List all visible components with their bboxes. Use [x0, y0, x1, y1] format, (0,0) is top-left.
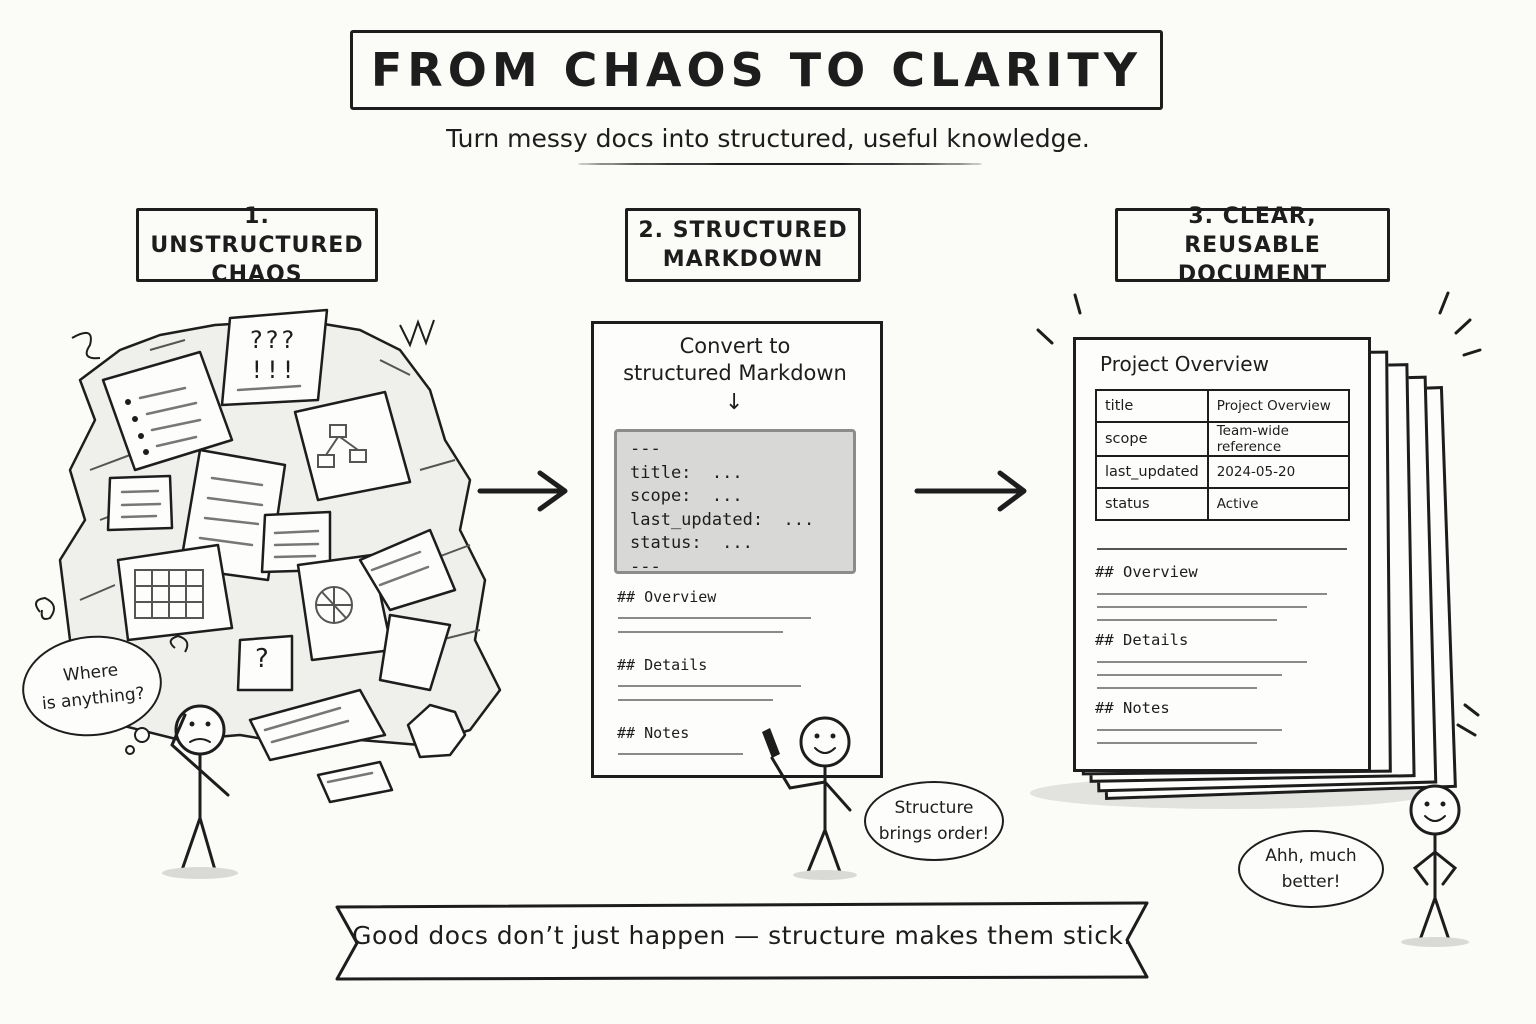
bubble-mid-line-1: Structure [894, 798, 974, 818]
frontmatter-block: --- title: ... scope: ... last_updated: … [614, 429, 856, 577]
text-line [618, 631, 783, 633]
frontmatter-line: scope: ... [630, 486, 743, 506]
title-box: FROM CHAOS TO CLARITY [350, 30, 1163, 110]
paper-list [101, 350, 234, 472]
question-marks: ??? [250, 326, 298, 354]
step-3-line-2: DOCUMENT [1177, 261, 1328, 287]
step-1-line-1: 1. UNSTRUCTURED [150, 203, 364, 258]
metadata-table: title Project Overview scope Team-wide r… [1095, 389, 1351, 521]
bubble-mid-line-2: brings order! [878, 824, 990, 844]
subtitle: Turn messy docs into structured, useful … [446, 124, 1090, 153]
final-section-notes: ## Notes [1095, 699, 1170, 717]
final-section-overview: ## Overview [1095, 563, 1198, 581]
md-section-details: ## Details [617, 656, 708, 674]
stick-figure-happy [1401, 784, 1469, 947]
frontmatter-line: status: ... [630, 533, 753, 553]
banner-text: Good docs don’t just happen — structure … [352, 921, 1132, 950]
step-2-label: 2. STRUCTURED MARKDOWN [625, 208, 861, 282]
bubble-right-line-2: better! [1281, 872, 1341, 892]
paper-floor [316, 760, 394, 804]
frontmatter-line: title: ... [630, 462, 743, 483]
divider [1097, 548, 1347, 550]
arrow-right-icon-2 [914, 470, 1027, 512]
frontmatter-line: --- [630, 556, 661, 577]
table-row: title Project Overview [1095, 389, 1351, 423]
text-line [618, 685, 801, 687]
field-key: scope [1095, 421, 1209, 457]
field-value: 2024-05-20 [1206, 455, 1351, 489]
text-line [618, 753, 743, 755]
field-value: Team-wide reference [1206, 421, 1351, 457]
exclamation-marks: !!! [252, 356, 299, 384]
paper-right [358, 528, 457, 612]
paper-small [106, 474, 174, 532]
down-arrow-icon: ↓ [725, 390, 744, 415]
step-1-label: 1. UNSTRUCTURED CHAOS [136, 204, 378, 287]
text-line [1097, 606, 1307, 608]
text-line [618, 617, 811, 619]
bubble-right-line-1: Ahh, much [1265, 846, 1357, 866]
text-line [1097, 661, 1307, 663]
bottom-banner [335, 901, 1149, 981]
step-2-line-2: MARKDOWN [662, 247, 824, 272]
md-section-overview: ## Overview [617, 588, 717, 606]
table-row: last_updated 2024-05-20 [1095, 455, 1351, 489]
field-value: Active [1206, 487, 1351, 521]
table-row: status Active [1095, 487, 1351, 521]
markdown-heading-line-1: Convert to [679, 334, 791, 358]
text-line [1097, 593, 1327, 595]
field-key: last_updated [1095, 455, 1209, 489]
arrow-right-icon [477, 470, 568, 512]
frontmatter-line: --- [630, 439, 661, 459]
subtitle-underline [578, 163, 982, 165]
text-line [1097, 742, 1257, 744]
paper-question-marks [220, 308, 329, 407]
paper-question-note [236, 634, 294, 692]
markdown-heading-line-2: structured Markdown [623, 361, 847, 385]
speech-bubble-right: Ahh, much better! [1238, 830, 1384, 908]
final-section-details: ## Details [1095, 631, 1189, 649]
table-row: scope Team-wide reference [1095, 421, 1351, 457]
step-1-line-2: CHAOS [211, 261, 303, 287]
question-note: ? [255, 644, 269, 674]
markdown-heading: Convert to structured Markdown [600, 333, 870, 387]
text-line [1097, 619, 1277, 621]
step-3-line-1: 3. CLEAR, REUSABLE [1184, 203, 1321, 258]
paper-corner [378, 613, 452, 692]
frontmatter-line: last_updated: ... [630, 509, 815, 530]
speech-bubble-middle: Structure brings order! [864, 781, 1004, 861]
crumpled-ball [406, 703, 467, 759]
text-line [1097, 687, 1257, 689]
page-title: FROM CHAOS TO CLARITY [370, 43, 1143, 97]
stick-figure-with-pen [762, 716, 857, 880]
field-value: Project Overview [1206, 389, 1351, 423]
md-section-notes: ## Notes [617, 724, 690, 742]
field-key: status [1095, 487, 1209, 521]
field-key: title [1095, 389, 1209, 423]
text-line [1097, 674, 1282, 676]
text-line [618, 699, 773, 701]
step-2-line-1: 2. STRUCTURED [638, 218, 848, 243]
final-document-title: Project Overview [1100, 352, 1269, 376]
paper-bottom [248, 688, 387, 762]
text-line [1097, 729, 1282, 731]
step-3-label: 3. CLEAR, REUSABLE DOCUMENT [1115, 204, 1390, 287]
